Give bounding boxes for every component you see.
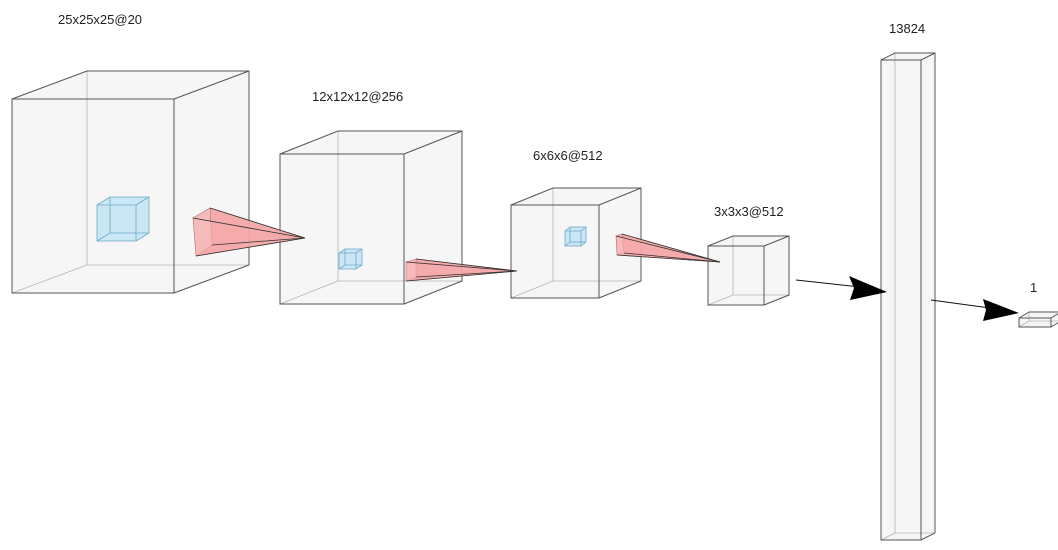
projection-cone-1 [192,207,306,257]
connection-line-2 [930,299,991,309]
dense-layer-label: 13824 [889,21,925,36]
projection-cone-2 [405,258,518,282]
layer-1-label: 25x25x25@20 [58,12,142,27]
projection-cones [192,207,721,282]
layer-1-block [11,70,250,294]
kernel-cubes [96,196,587,270]
kernel-cube-2 [338,248,363,270]
output-layer-block [1018,311,1058,328]
arrowhead-2 [983,299,1019,321]
output-layer-label: 1 [1030,280,1037,295]
projection-cone-3 [614,233,721,263]
layer-4-block [707,235,790,306]
connection-line-1 [795,279,861,288]
layer-2-label: 12x12x12@256 [312,89,403,104]
dense-layer-block [880,52,936,541]
layer-4-label: 3x3x3@512 [714,204,784,219]
kernel-cube-1 [96,196,150,242]
arrowhead-1 [849,276,887,300]
connection-arrows [795,276,1019,321]
layer-blocks [11,52,1058,541]
kernel-cube-3 [564,226,587,247]
layer-3-label: 6x6x6@512 [533,148,603,163]
